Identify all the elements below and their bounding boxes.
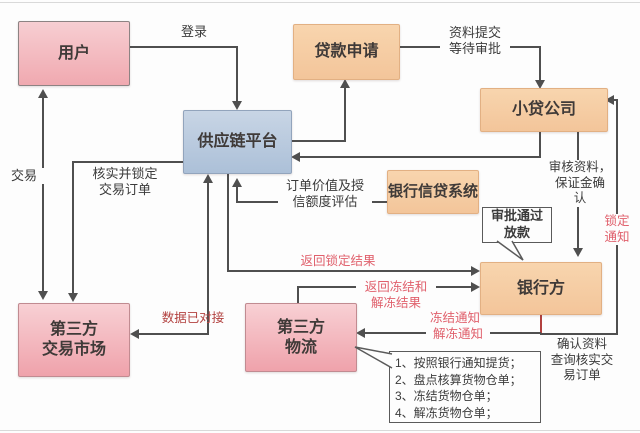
edge-platform-loanapp-v [344,86,346,142]
edge-data-connected-v [207,181,209,334]
arrowhead-review-margin [573,248,583,257]
edge-return-lock-h [227,270,472,272]
edge-label-credit-assess: 订单价值及授 信额度评估 [278,178,372,211]
logistics-note-item-1: 1、按照银行通知提货； [395,356,522,370]
edge-lock-notice-top-h [613,99,618,101]
edge-label-return-freeze: 返回冻结和 解冻结果 [356,280,436,312]
edge-return-freeze-v [297,287,299,304]
edge-company-platform-v [539,130,541,158]
arrowhead-data-connected-up [203,174,213,183]
arrowhead-return-freeze [471,282,480,292]
edge-label-return-lock: 返回锁定结果 [300,254,376,268]
arrowhead-lock-notice [605,95,614,105]
edge-login-v [236,46,238,104]
edge-label-submit: 资料提交 等待审批 [440,25,510,58]
callout-approval-tail [496,240,524,261]
node-bank-credit-system: 银行信贷系统 [387,170,479,214]
arrowhead-credit-assess [232,178,242,187]
edge-platform-loanapp-h [290,140,346,142]
arrowhead-notices [356,328,365,338]
node-small-loan-company-label: 小贷公司 [511,101,576,118]
arrowhead-transaction-down [38,291,48,300]
edge-label-unfreeze-notice: 解冻通知 [426,327,490,343]
edge-label-data-connected: 数据已对接 [161,311,225,325]
edge-lock-notice-stub [540,313,542,335]
arrowhead-login [232,101,242,110]
edge-lock-notice-bottom-h [540,333,618,335]
edge-label-login: 登录 [173,24,215,41]
node-third-party-logistics: 第三方 物流 [245,303,357,372]
callout-approval-note: 审批通过 放款 [482,207,552,243]
logistics-note-item-4: 4、解冻货物仓单； [395,405,498,420]
node-third-party-market: 第三方 交易市场 [18,303,130,377]
edge-label-lock-notice: 锁定 通知 [598,214,636,246]
edge-submit-v [539,46,541,82]
arrowhead-verify-lock [68,293,78,302]
edge-verify-lock-v [72,161,74,294]
edge-login-h [128,46,238,48]
edge-label-transaction: 交易 [4,168,44,185]
edge-label-freeze-notice: 冻结通知 [429,311,480,325]
node-bank-label: 银行方 [516,279,565,297]
node-supply-chain-platform-label: 供应链平台 [197,133,278,150]
arrowhead-submit [535,80,545,89]
node-bank: 银行方 [480,262,602,315]
arrowhead-transaction-up [38,89,48,98]
arrowhead-company-platform [291,152,300,162]
edge-credit-assess-v [236,186,238,203]
node-third-party-logistics-label: 第三方 物流 [276,318,325,356]
edge-label-verify-lock: 核实并锁定 交易订单 [84,166,166,199]
edge-label-confirm-materials: 确认资料 查询核实交 易订单 [550,337,614,383]
node-third-party-market-label: 第三方 交易市场 [41,321,106,358]
callout-approval-note-label: 审批通过 放款 [490,208,543,240]
edge-company-platform-h [299,156,541,158]
edge-verify-lock-h [73,161,183,163]
edge-data-connected-h [139,333,209,335]
node-small-loan-company: 小贷公司 [480,88,608,132]
arrowhead-data-connected-left [130,329,139,339]
edge-label-review-margin: 审核资料， 保证金确 认 [546,160,614,207]
top-border-line [0,2,640,3]
node-loan-application: 贷款申请 [293,24,400,80]
callout-logistics-note: 1、按照银行通知提货； 2、盘点核算货物仓单； 3、冻结货物仓单； 4、解冻货物… [389,351,541,423]
arrowhead-platform-loanapp [340,79,350,88]
logistics-note-item-3: 3、冻结货物仓单； [395,389,498,403]
node-bank-credit-system-label: 银行信贷系统 [388,182,479,200]
edge-return-lock-v [227,172,229,272]
node-user: 用户 [18,21,130,86]
node-loan-application-label: 贷款申请 [314,43,379,60]
bottom-border-line [0,430,640,431]
node-supply-chain-platform: 供应链平台 [183,110,292,174]
logistics-note-item-2: 2、盘点核算货物仓单； [395,372,522,387]
callout-logistics-tail [354,346,393,369]
arrowhead-return-lock [471,266,480,276]
node-user-label: 用户 [57,44,90,62]
edge-transaction-v [42,95,44,295]
